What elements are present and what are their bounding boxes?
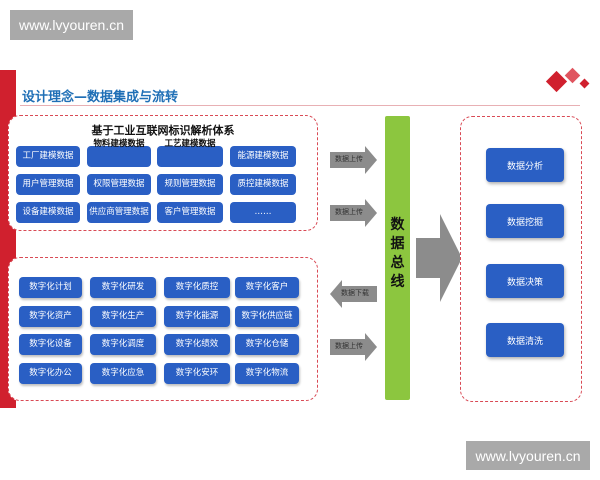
bus-char: 据 xyxy=(390,235,405,252)
app-box-emergency: 数字化应急 xyxy=(90,363,156,384)
data-box-label: 工艺建模数据 xyxy=(164,139,216,149)
data-box-user-mgmt: 用户管理数据 xyxy=(16,174,80,195)
data-box-rule-mgmt: 规则管理数据 xyxy=(157,174,223,195)
app-box-production: 数字化生产 xyxy=(90,306,156,327)
service-box-analysis: 数据分析 xyxy=(486,148,564,182)
data-box-equipment-model: 设备建模数据 xyxy=(16,202,80,223)
data-bus-bar xyxy=(385,116,410,400)
app-box-safety-env: 数字化安环 xyxy=(164,363,230,384)
app-box-performance: 数字化绩效 xyxy=(164,334,230,355)
arrow-label-download: 数据下载 xyxy=(341,289,369,297)
data-box-material-model: 物料建模数据 xyxy=(87,139,151,167)
app-box-equipment: 数字化设备 xyxy=(19,334,82,355)
data-box-energy-model: 能源建模数据 xyxy=(230,146,296,167)
data-box-permission-mgmt: 权限管理数据 xyxy=(87,174,151,195)
data-box-more: …… xyxy=(230,202,296,223)
app-box-rnd: 数字化研发 xyxy=(90,277,156,298)
data-box-quality-model: 质控建模数据 xyxy=(230,174,296,195)
slide-title: 设计理念—数据集成与流转 xyxy=(22,90,179,105)
service-box-mining: 数据挖掘 xyxy=(486,204,564,238)
service-box-cleansing: 数据清洗 xyxy=(486,323,564,357)
service-box-decision: 数据决策 xyxy=(486,264,564,298)
app-box-office: 数字化办公 xyxy=(19,363,82,384)
app-box-logistics: 数字化物流 xyxy=(235,363,299,384)
app-box-planning: 数字化计划 xyxy=(19,277,82,298)
bus-char: 线 xyxy=(390,273,405,290)
data-box-label: 物料建模数据 xyxy=(93,139,145,149)
app-box-supply-chain: 数字化供应链 xyxy=(235,306,299,327)
bus-char: 数 xyxy=(390,217,405,233)
app-box-warehouse: 数字化仓储 xyxy=(235,334,299,355)
app-box-assets: 数字化资产 xyxy=(19,306,82,327)
data-box-factory-model: 工厂建模数据 xyxy=(16,146,80,167)
app-box-energy: 数字化能源 xyxy=(164,306,230,327)
title-underline xyxy=(20,105,580,106)
bus-char: 总 xyxy=(390,254,405,271)
data-box-process-model: 工艺建模数据 xyxy=(157,139,223,167)
data-bus-label: 数 据 总 线 xyxy=(385,216,410,292)
watermark-bottom: www.lvyouren.cn xyxy=(466,441,590,470)
arrow-label-upload: 数据上传 xyxy=(335,342,363,350)
app-box-qc: 数字化质控 xyxy=(164,277,230,298)
modeling-panel-title: 基于工业互联网标识解析体系 xyxy=(91,124,235,137)
watermark-top: www.lvyouren.cn xyxy=(10,10,133,40)
app-box-dispatch: 数字化调度 xyxy=(90,334,156,355)
arrow-label-upload: 数据上传 xyxy=(335,208,363,216)
app-box-customer: 数字化客户 xyxy=(235,277,299,298)
arrow-label-upload: 数据上传 xyxy=(335,155,363,163)
data-box-customer-mgmt: 客户管理数据 xyxy=(157,202,223,223)
data-box-supplier-mgmt: 供应商管理数据 xyxy=(87,202,151,223)
